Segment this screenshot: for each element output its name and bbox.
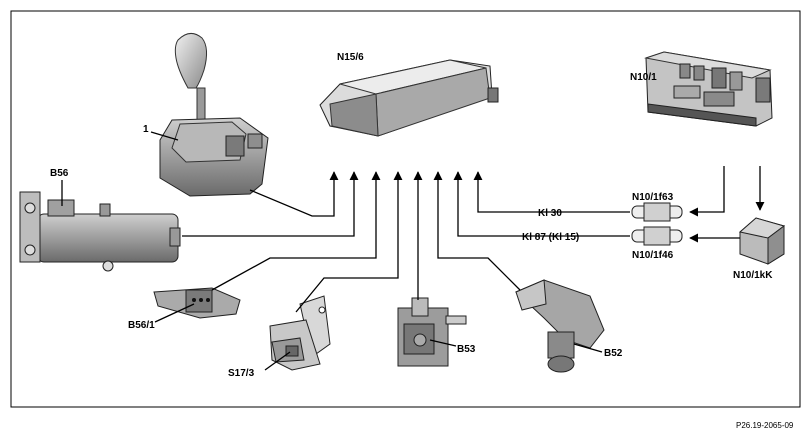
fuse-f46 xyxy=(631,226,683,246)
power-feeds xyxy=(689,166,765,243)
label-b53: B53 xyxy=(457,344,476,355)
label-n10-1: N10/1 xyxy=(630,72,657,83)
sensor-b56 xyxy=(19,191,181,272)
label-item-1: 1 xyxy=(143,124,149,135)
gear-selector-lever xyxy=(159,33,269,197)
fuse-f63 xyxy=(631,202,683,222)
leader-lines xyxy=(61,131,603,371)
label-b52: B52 xyxy=(604,348,623,359)
label-s17-3: S17/3 xyxy=(228,368,255,379)
figure-reference: P26.19-2065-09 xyxy=(736,421,794,430)
fuse-relay-module-n10-1 xyxy=(644,51,773,127)
sensor-b56-1 xyxy=(153,287,241,319)
label-n10-1f63: N10/1f63 xyxy=(632,192,674,203)
label-kl30: Kl 30 xyxy=(538,208,562,219)
label-n10-1kk: N10/1kK xyxy=(733,270,773,281)
label-b56: B56 xyxy=(50,168,69,179)
label-n10-1f46: N10/1f46 xyxy=(632,250,674,261)
label-b56-1: B56/1 xyxy=(128,320,155,331)
relay-n10-1kk xyxy=(738,217,786,265)
control-unit-n15-6 xyxy=(319,59,499,137)
sensor-b52 xyxy=(515,279,605,373)
signal-wires xyxy=(182,171,630,313)
label-kl87: Kl 87 (Kl 15) xyxy=(522,232,579,243)
sensor-b53 xyxy=(397,297,467,367)
label-n15-6: N15/6 xyxy=(337,52,364,63)
